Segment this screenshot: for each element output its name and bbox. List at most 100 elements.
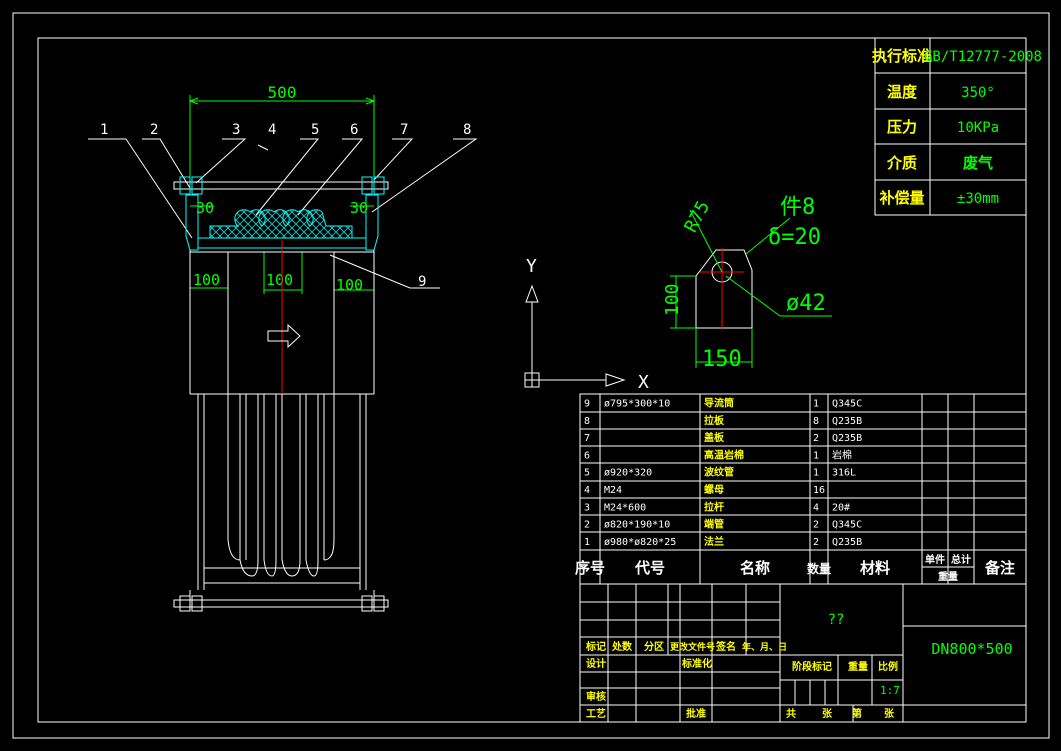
dimension-500 bbox=[188, 95, 376, 180]
detail-part-label: 件8 bbox=[780, 195, 815, 220]
bom-cell-qty: 1 bbox=[813, 450, 819, 461]
main-view: 500 1 2 3 4 5 6 7 8 9 bbox=[88, 83, 478, 612]
tb-approve: 批准 bbox=[686, 707, 706, 720]
inner-frame bbox=[37, 37, 1027, 723]
spec-labels: 执行标准 GB/T12777-2008 温度 350° 压力 10KPa 介质 … bbox=[872, 47, 1042, 207]
tb-weight: 重量 bbox=[848, 660, 868, 673]
tb-drawing-name: ?? bbox=[828, 612, 845, 628]
bom-header-remark: 备注 bbox=[984, 559, 1015, 577]
bom-cell-name: 导流筒 bbox=[704, 397, 734, 410]
ucs-axis-icon bbox=[524, 284, 626, 388]
tb-drawing-number: DN800*500 bbox=[931, 640, 1012, 658]
spec-value-temperature: 350° bbox=[961, 85, 995, 101]
bom-cell-name: 高温岩棉 bbox=[704, 448, 744, 461]
dim-100-left: 100 bbox=[193, 271, 220, 289]
bom-header-weight: 重量 bbox=[938, 570, 958, 583]
bom-header-total: 总计 bbox=[951, 553, 971, 566]
detail-width: 150 bbox=[702, 347, 742, 372]
bom-header-no: 序号 bbox=[575, 559, 605, 577]
tb-process: 工艺 bbox=[586, 707, 606, 720]
tb-stage: 阶段标记 bbox=[792, 660, 832, 673]
bom-cell-code: M24 bbox=[604, 485, 622, 496]
title-block-labels: 标记 处数 分区 更改文件号 签名 年、月、日 设计 标准化 审核 工艺 批准 … bbox=[585, 640, 898, 720]
outer-frame bbox=[12, 12, 1050, 739]
tb-mark: 标记 bbox=[585, 640, 606, 653]
tb-page: 第 bbox=[852, 707, 862, 720]
callout-3: 3 bbox=[232, 122, 240, 138]
bom-cell-code: ø920*320 bbox=[604, 468, 652, 479]
spec-label-temperature: 温度 bbox=[887, 83, 918, 101]
spec-label-standard: 执行标准 bbox=[872, 47, 932, 65]
bom-cell-material: 岩棉 bbox=[832, 448, 852, 461]
bom-cell-no: 3 bbox=[584, 502, 590, 513]
callout-1: 1 bbox=[100, 122, 108, 138]
dim-100-mid: 100 bbox=[266, 271, 293, 289]
bom-cell-material: Q345C bbox=[832, 399, 862, 410]
tb-zone: 分区 bbox=[644, 640, 664, 653]
spec-label-compensation: 补偿量 bbox=[878, 189, 924, 207]
bom-cell-no: 1 bbox=[584, 537, 590, 548]
callout-5: 5 bbox=[311, 122, 319, 138]
detail-view-part8: 件8 δ=20 R75 ø42 100 150 bbox=[662, 195, 832, 372]
bom-cell-material: 316L bbox=[832, 468, 856, 479]
tb-design: 设计 bbox=[586, 657, 606, 670]
axis-y-label: Y bbox=[526, 256, 537, 277]
bom-cell-no: 4 bbox=[584, 485, 590, 496]
bom-table-grid bbox=[579, 393, 1027, 585]
bom-cell-name: 端管 bbox=[704, 518, 724, 531]
bom-cell-qty: 8 bbox=[813, 416, 819, 427]
tb-count: 处数 bbox=[611, 640, 633, 653]
tb-total-sheets: 共 bbox=[786, 707, 796, 720]
bom-cell-name: 螺母 bbox=[704, 483, 724, 496]
bom-cell-name: 盖板 bbox=[704, 431, 725, 444]
bom-cell-material: Q235B bbox=[832, 433, 862, 444]
title-block-grid bbox=[579, 583, 1027, 723]
callout-4: 4 bbox=[268, 122, 276, 138]
bom-cell-no: 8 bbox=[584, 416, 590, 427]
callout-9: 9 bbox=[418, 274, 426, 290]
spec-table bbox=[874, 37, 1027, 216]
bom-cell-no: 2 bbox=[584, 520, 590, 531]
bom-header-material: 材料 bbox=[860, 559, 890, 577]
bom-cell-qty: 2 bbox=[813, 433, 819, 444]
tb-sheet2: 张 bbox=[884, 707, 895, 720]
bom-cell-code: M24*600 bbox=[604, 502, 646, 513]
tb-standardize: 标准化 bbox=[681, 657, 712, 670]
bom-header-unit: 单件 bbox=[925, 553, 945, 566]
spec-label-medium: 介质 bbox=[886, 154, 917, 172]
bom-cell-material: 20# bbox=[832, 502, 850, 513]
bom-cell-code: ø795*300*10 bbox=[604, 399, 670, 410]
bom-cell-name: 拉板 bbox=[704, 414, 725, 427]
tie-rod-bottom bbox=[173, 590, 389, 612]
tb-sheet: 张 bbox=[822, 707, 833, 720]
bom-cell-name: 法兰 bbox=[704, 535, 724, 548]
bom-cell-no: 7 bbox=[584, 433, 590, 444]
bom-headers: 序号 代号 名称 数量 材料 单件 总计 重量 备注 bbox=[575, 553, 1015, 583]
callout-leaders bbox=[88, 138, 478, 289]
bom-cell-qty: 2 bbox=[813, 537, 819, 548]
axis-x-label: X bbox=[638, 372, 649, 393]
callout-7: 7 bbox=[400, 122, 408, 138]
tb-doc-no: 更改文件号 bbox=[670, 641, 715, 653]
bom-cell-no: 6 bbox=[584, 450, 590, 461]
bom-cell-material: Q235B bbox=[832, 537, 862, 548]
bom-cell-qty: 4 bbox=[813, 502, 819, 513]
tb-check: 审核 bbox=[586, 690, 606, 703]
bom-cell-qty: 2 bbox=[813, 520, 819, 531]
bom-cell-material: Q235B bbox=[832, 416, 862, 427]
tb-date: 年、月、日 bbox=[742, 641, 787, 653]
bom-header-code: 代号 bbox=[634, 559, 665, 577]
dim-30-right: 30 bbox=[350, 199, 368, 217]
bom-cell-no: 9 bbox=[584, 399, 590, 410]
tb-scale: 1:7 bbox=[880, 684, 900, 697]
dim-overall-length: 500 bbox=[268, 83, 297, 102]
bom-header-name: 名称 bbox=[740, 559, 770, 577]
detail-radius: R75 bbox=[680, 197, 714, 236]
spec-value-pressure: 10KPa bbox=[957, 120, 999, 136]
detail-thickness: δ=20 bbox=[768, 225, 821, 250]
dim-100-right: 100 bbox=[336, 276, 363, 294]
bom-cell-name: 波纹管 bbox=[704, 466, 734, 479]
detail-hole: ø42 bbox=[786, 291, 826, 316]
